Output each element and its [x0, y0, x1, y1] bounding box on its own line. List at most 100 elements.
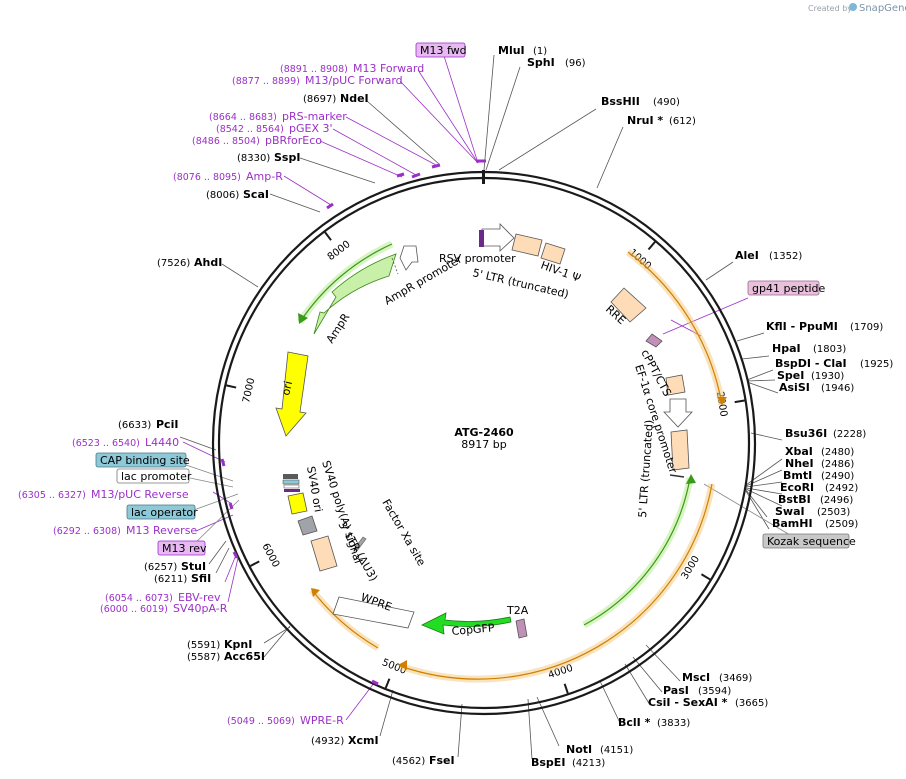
enzyme-name[interactable]: ScaI — [243, 188, 269, 201]
enzyme-name[interactable]: SwaI — [775, 505, 805, 518]
lac-promoter-label: lac promoter — [121, 470, 192, 483]
enzyme-name[interactable]: XbaI — [785, 445, 813, 458]
label-ampr: AmpR — [324, 311, 353, 346]
enzyme-name[interactable]: KflI - PpuMI — [766, 320, 838, 333]
enzyme-name[interactable]: BamHI — [772, 517, 813, 530]
cppt-feature — [665, 374, 686, 396]
primer-range: (5049 .. 5069) — [227, 716, 295, 727]
ori-feature — [275, 351, 309, 437]
sv40pa-feature — [297, 515, 318, 536]
primer-name[interactable]: pRS-marker — [282, 110, 347, 123]
enzyme-name[interactable]: EcoRI — [780, 481, 814, 494]
enzyme-pos: (2492) — [825, 483, 858, 494]
enzyme-name[interactable]: KpnI — [224, 638, 252, 651]
gp41-box[interactable] — [747, 280, 820, 296]
enzyme-name[interactable]: NheI — [785, 457, 814, 470]
enzyme-name[interactable]: HpaI — [772, 342, 801, 355]
primer-name[interactable]: Amp-R — [246, 170, 283, 183]
enzyme-name[interactable]: SpeI — [777, 369, 804, 382]
primer-name[interactable]: WPRE-R — [300, 714, 344, 727]
m13-fwd-mark — [479, 230, 484, 247]
enzyme-name[interactable]: BstBI — [778, 493, 811, 506]
enzyme-name[interactable]: NdeI — [340, 92, 369, 105]
enzyme-pos: (3833) — [657, 718, 690, 729]
enzyme-name[interactable]: BmtI — [783, 469, 812, 482]
enzyme-name[interactable]: NotI — [566, 743, 592, 756]
orf-arc-1-line — [627, 251, 723, 406]
enzyme-name[interactable]: XcmI — [348, 734, 379, 747]
primer-range: (6305 .. 6327) — [18, 490, 86, 501]
primer-range: (8076 .. 8095) — [173, 172, 241, 183]
sv40ori-feature — [287, 492, 308, 515]
enzyme-name[interactable]: PasI — [663, 684, 689, 697]
kozak-box[interactable] — [762, 533, 850, 549]
primer-range: (6000 .. 6019) — [100, 604, 168, 615]
primer-name[interactable]: pGEX 3' — [289, 122, 333, 135]
enzyme-pos: (8697) — [303, 94, 336, 105]
enzyme-pos: (2496) — [820, 495, 853, 506]
label-copgfp: CopGFP — [451, 621, 495, 638]
enzyme-pos: (2490) — [821, 471, 854, 482]
rsv-promoter-feature — [481, 223, 515, 252]
primer-name[interactable]: SV40pA-R — [173, 602, 228, 615]
enzyme-name[interactable]: MscI — [682, 671, 710, 684]
primer-range: (8542 .. 8564) — [216, 124, 284, 135]
label-rsv: RSV promoter — [439, 252, 516, 265]
primer-name[interactable]: M13/pUC Reverse — [91, 488, 189, 501]
enzyme-name[interactable]: PciI — [156, 418, 178, 431]
enzyme-name[interactable]: StuI — [181, 560, 206, 573]
tick-mark — [647, 241, 656, 251]
enzyme-name[interactable]: AhdI — [194, 256, 222, 269]
m13-fwd-box[interactable] — [415, 42, 466, 58]
enzyme-pos: (3665) — [735, 698, 768, 709]
ampr-promoter-feature — [399, 245, 419, 271]
origin-marker — [482, 170, 485, 184]
lac-promoter-box[interactable] — [116, 468, 190, 484]
m13-rev-box[interactable] — [157, 540, 206, 556]
enzyme-name[interactable]: CsiI - SexAI * — [648, 696, 728, 709]
enzyme-pos: (6211) — [154, 574, 187, 585]
tick-mark — [324, 231, 332, 241]
enzyme-name[interactable]: BspEI — [531, 756, 565, 769]
primer-name[interactable]: M13/pUC Forward — [305, 74, 403, 87]
ampr-feature — [313, 253, 397, 335]
enzyme-pos: (1946) — [821, 383, 854, 394]
enzyme-name[interactable]: SspI — [274, 151, 300, 164]
primer-name[interactable]: L4440 — [145, 436, 179, 449]
enzyme-name[interactable]: FseI — [429, 754, 455, 767]
ltr3-feature — [310, 535, 338, 572]
primer-name[interactable]: pBRforEco — [265, 134, 322, 147]
orf-arc-3-head — [311, 588, 320, 597]
orf-arc-2-head — [398, 660, 407, 670]
lac-operator-box[interactable] — [126, 504, 196, 520]
enzyme-name[interactable]: Bsu36I — [785, 427, 827, 440]
enzyme-name[interactable]: BspDI - ClaI — [775, 357, 847, 370]
primer-range: (8664 .. 8683) — [209, 112, 277, 123]
enzyme-name[interactable]: BssHII — [601, 95, 640, 108]
primer-name[interactable]: M13 Reverse — [126, 524, 197, 537]
ltr5b-feature — [670, 429, 690, 471]
enzyme-pos: (8330) — [237, 153, 270, 164]
enzyme-name[interactable]: MluI — [498, 44, 525, 57]
enzyme-name[interactable]: Acc65I — [224, 650, 265, 663]
tick-mark — [384, 678, 391, 689]
orf-arc-1-head — [717, 397, 727, 405]
enzyme-pos: (5587) — [187, 652, 220, 663]
primer-range: (8877 .. 8899) — [232, 76, 300, 87]
cap-box[interactable] — [95, 452, 187, 468]
label-ori: ori — [279, 380, 295, 397]
lac-mark-3 — [283, 484, 300, 489]
enzyme-name[interactable]: SfiI — [191, 572, 211, 585]
gp41-feature — [645, 333, 663, 348]
enzyme-name[interactable]: SphI — [527, 56, 555, 69]
enzyme-name[interactable]: BclI * — [618, 716, 651, 729]
enzyme-name[interactable]: AsiSI — [779, 381, 810, 394]
kozak-label: Kozak sequence — [767, 535, 856, 548]
primer-name[interactable]: EBV-rev — [178, 591, 221, 604]
enzyme-name[interactable]: NruI * — [627, 114, 663, 127]
label-sv40ori: SV40 ori — [304, 465, 325, 513]
enzyme-pos: (2503) — [817, 507, 850, 518]
enzyme-name[interactable]: AleI — [735, 249, 759, 262]
enzyme-pos: (4932) — [311, 736, 344, 747]
primer-name[interactable]: M13 Forward — [353, 62, 424, 75]
